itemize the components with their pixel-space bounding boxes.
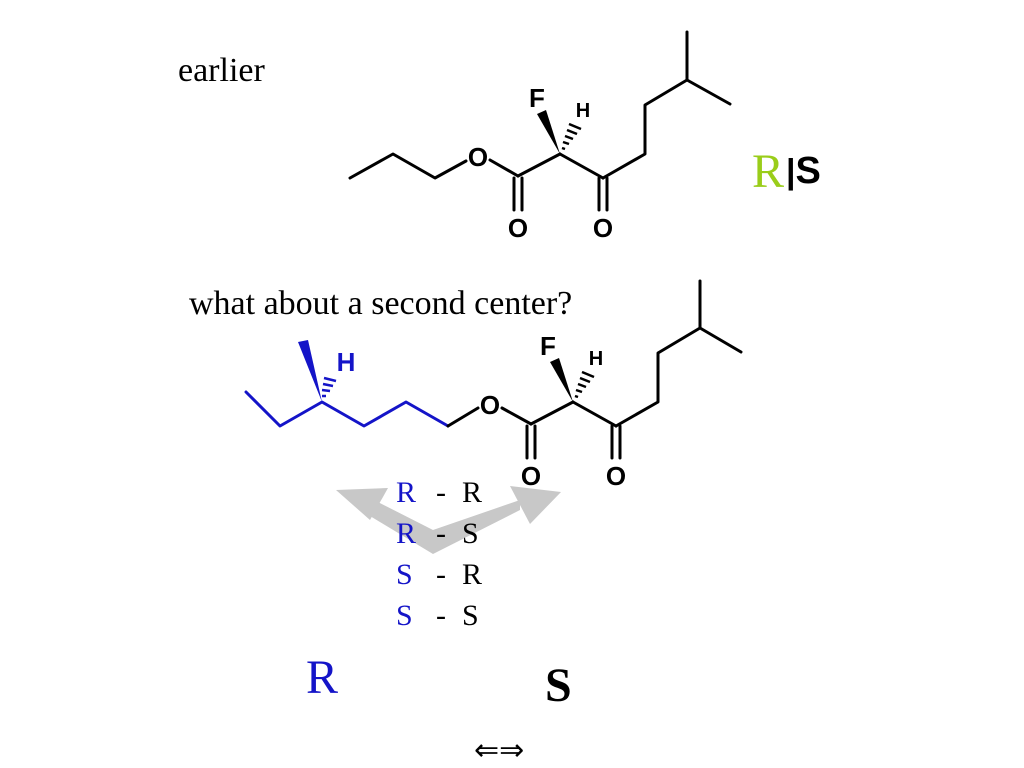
- combination-second: R: [462, 476, 483, 509]
- big-r-label: R: [306, 651, 339, 704]
- blue-hash-bond: [321, 376, 337, 398]
- top-configuration-label: R|S: [752, 148, 821, 196]
- combination-separator: -: [436, 558, 446, 591]
- combination-separator: -: [436, 476, 446, 509]
- bottom-hydrogen: H: [589, 348, 603, 370]
- bottom-blue-chain: [244, 390, 450, 428]
- bottom-o-c-bond: [500, 406, 533, 426]
- combination-second: S: [462, 517, 479, 550]
- big-s-label: S: [545, 659, 572, 712]
- bottom-c-stereo-bond: [529, 400, 575, 426]
- arrow-body: [370, 498, 520, 554]
- arrow-head-right: [510, 486, 561, 524]
- config-r: R: [752, 145, 785, 198]
- top-molecule: [348, 30, 732, 212]
- combination-row: S - S: [396, 599, 516, 640]
- bottom-molecule: [446, 279, 743, 460]
- double-arrow-icon: ⇐⇒: [474, 734, 525, 767]
- gray-double-arrow: [336, 486, 561, 554]
- bottom-hash-bond: [574, 370, 595, 399]
- combination-separator: -: [436, 517, 446, 550]
- combination-separator: -: [436, 599, 446, 632]
- top-wedge-bond: [537, 110, 560, 154]
- bottom-carbonyl-oxygen-1: O: [521, 461, 541, 491]
- top-carbonyl-oxygen-2: O: [593, 213, 613, 243]
- blue-chain: [244, 390, 450, 428]
- second-center-question: what about a second center?: [189, 285, 573, 322]
- bottom-isopentyl-chain: [614, 326, 743, 428]
- combination-first: R: [396, 517, 417, 550]
- bottom-wedge-bond: [550, 358, 573, 402]
- bottom-carbonyl-oxygen-2: O: [606, 461, 626, 491]
- blue-wedge-bond: [298, 340, 322, 402]
- combination-row: R - S: [396, 517, 516, 558]
- top-propyl-chain: [348, 152, 468, 180]
- bottom-atoms: F H O O O: [480, 331, 626, 491]
- top-hash-bond: [561, 122, 582, 151]
- bottom-fluorine: F: [540, 331, 556, 361]
- bottom-ester-oxygen: O: [480, 390, 500, 420]
- config-s: S: [795, 150, 821, 192]
- combination-first: S: [396, 558, 413, 591]
- top-carbonyl-oxygen-1: O: [508, 213, 528, 243]
- top-stereo-ketone-bond: [558, 152, 605, 180]
- combination-first: S: [396, 599, 413, 632]
- blue-hydrogen: H: [337, 347, 356, 377]
- config-separator: |: [786, 153, 796, 191]
- arrow-head-left: [336, 488, 388, 520]
- top-fluorine: F: [529, 83, 545, 113]
- top-o-c-bond: [488, 158, 520, 178]
- combination-row: R - R: [396, 476, 516, 517]
- top-atoms: F H O O O: [468, 83, 613, 243]
- top-isopentyl-chain: [601, 78, 732, 180]
- bottom-chain-to-oxygen: [446, 406, 480, 428]
- combination-second: S: [462, 599, 479, 632]
- combination-second: R: [462, 558, 483, 591]
- bottom-stereo-ketone-bond: [571, 400, 618, 428]
- earlier-label: earlier: [178, 52, 265, 89]
- stereo-combination-list: R - R R - S S - R S - S: [396, 476, 516, 640]
- top-ester-oxygen: O: [468, 142, 488, 172]
- top-c-stereo-bond: [516, 152, 562, 178]
- combination-first: R: [396, 476, 417, 509]
- top-hydrogen: H: [576, 100, 590, 122]
- combination-row: S - R: [396, 558, 516, 599]
